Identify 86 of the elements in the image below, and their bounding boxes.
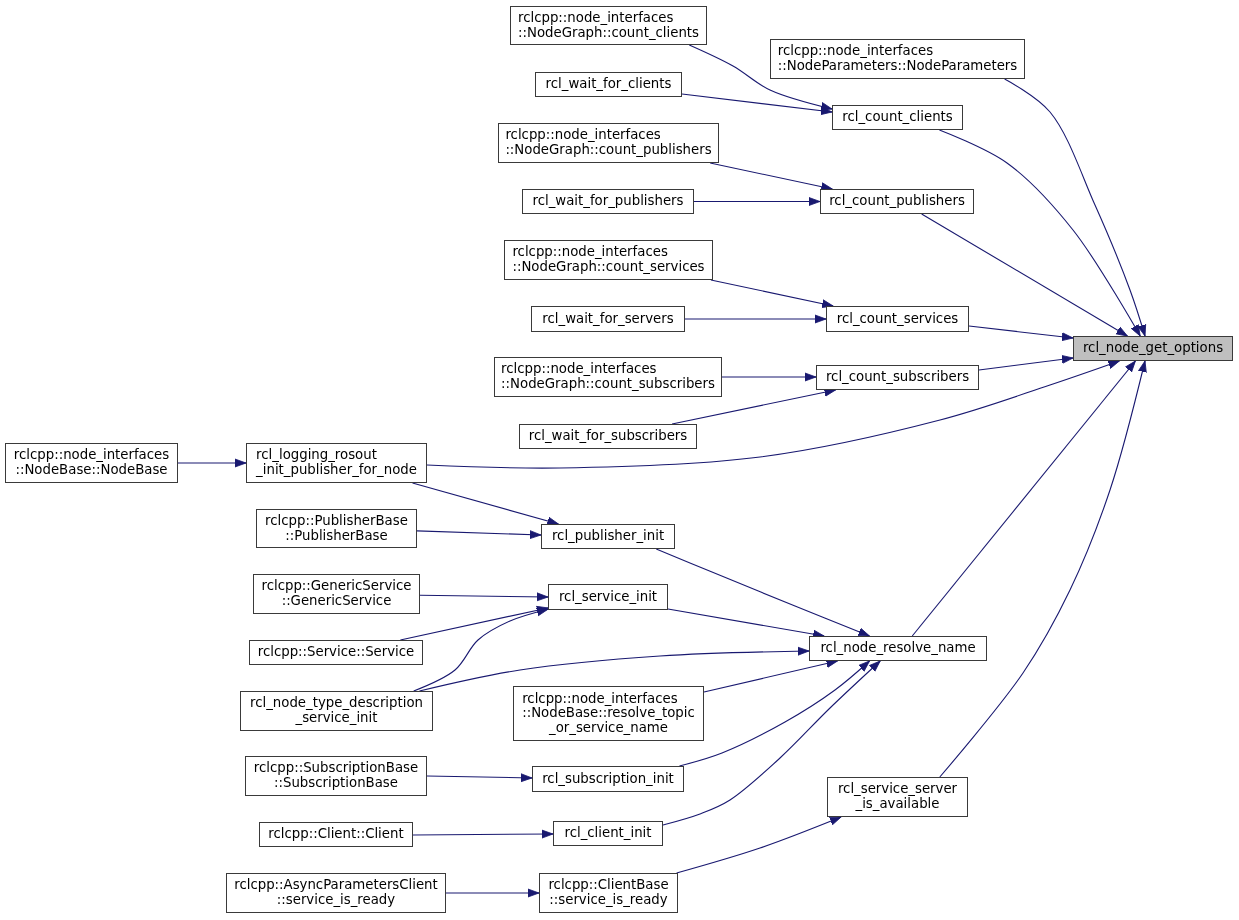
function-name: rcl_count_subscribers xyxy=(825,370,970,385)
function-name: rclcpp::AsyncParametersClient ::service_is_ready xyxy=(234,878,438,908)
function-name: rclcpp::node_interfaces ::NodeGraph::count_publishers xyxy=(505,128,712,158)
call-arrow xyxy=(418,646,810,692)
function-name: rclcpp::GenericService ::GenericService xyxy=(261,579,412,609)
function-name: rcl_wait_for_subscribers xyxy=(528,429,688,444)
function-name: rcl_service_server _is_available xyxy=(837,782,958,812)
function-box xyxy=(535,72,682,97)
function-name: rclcpp::node_interfaces ::NodeGraph::count_services xyxy=(512,245,705,275)
call-arrow xyxy=(1004,78,1147,337)
function-box xyxy=(531,306,685,332)
function-box xyxy=(246,443,427,483)
function-box xyxy=(513,686,704,741)
call-arrow xyxy=(413,607,549,692)
call-arrow xyxy=(411,482,559,526)
function-box xyxy=(548,584,668,610)
call-arrow xyxy=(709,162,833,191)
function-box xyxy=(259,822,413,847)
function-name: rclcpp::node_interfaces ::NodeGraph::count_clients xyxy=(518,10,699,41)
call-arrow xyxy=(911,360,1136,637)
call-arrow xyxy=(678,660,871,767)
function-name: rcl_wait_for_clients xyxy=(545,77,672,92)
function-box xyxy=(240,691,433,731)
call-arrow xyxy=(662,660,881,826)
function-box xyxy=(494,357,722,397)
function-name: rclcpp::node_interfaces ::NodeParameters::NodeParameters xyxy=(777,44,1018,74)
function-box xyxy=(245,756,427,796)
call-arrow xyxy=(681,93,833,116)
function-name: rclcpp::PublisherBase ::PublisherBase xyxy=(265,513,408,544)
function-name: rclcpp::node_interfaces ::NodeBase::NodeBase xyxy=(13,448,170,478)
function-box xyxy=(809,636,987,661)
function-box xyxy=(539,873,678,913)
call-arrow xyxy=(710,279,834,308)
function-name: rcl_node_type_description _service_init xyxy=(250,696,423,726)
call-arrow xyxy=(177,458,247,468)
function-box xyxy=(5,443,178,483)
function-box xyxy=(522,189,694,214)
call-arrow xyxy=(968,325,1074,342)
function-name: rclcpp::ClientBase ::service_is_ready xyxy=(548,878,669,908)
function-box xyxy=(541,524,675,549)
function-name: rclcpp::Client::Client xyxy=(268,827,404,842)
call-arrow xyxy=(416,530,542,540)
function-box xyxy=(519,424,697,449)
function-box xyxy=(510,6,707,45)
function-name: rcl_publisher_init xyxy=(551,529,665,544)
call-arrow xyxy=(426,360,1120,469)
function-name: rcl_wait_for_servers xyxy=(542,311,674,327)
function-box xyxy=(226,873,446,913)
function-name: rcl_count_clients xyxy=(842,110,953,125)
function-name: rclcpp::SubscriptionBase ::SubscriptionBase xyxy=(253,761,419,791)
function-box xyxy=(504,240,713,280)
function-name: rcl_wait_for_publishers xyxy=(532,194,684,209)
call-arrow xyxy=(938,129,1141,337)
function-box xyxy=(256,509,417,548)
function-name: rcl_count_services xyxy=(836,311,959,327)
call-arrow xyxy=(939,360,1147,778)
call-arrow xyxy=(693,197,821,206)
function-box xyxy=(827,777,968,817)
call-arrow xyxy=(921,213,1128,337)
function-name: rclcpp::node_interfaces ::NodeBase::resolve_topic _or_service_name xyxy=(522,691,695,736)
function-box xyxy=(832,105,963,130)
call-arrow xyxy=(676,816,842,874)
function-name: rcl_subscription_init xyxy=(542,771,674,787)
call-arrow xyxy=(412,829,554,839)
call-arrow xyxy=(978,355,1074,371)
function-box xyxy=(532,766,684,792)
function-box xyxy=(816,365,979,390)
function-name: rcl_count_publishers xyxy=(829,194,965,209)
function-name: rcl_client_init xyxy=(564,826,652,841)
function-name: rcl_node_get_options xyxy=(1082,341,1224,356)
function-box xyxy=(770,39,1025,79)
function-box xyxy=(249,640,423,665)
call-arrow xyxy=(688,44,833,111)
function-name: rclcpp::node_interfaces ::NodeGraph::count_subscribers xyxy=(501,362,715,392)
function-name: rcl_service_init xyxy=(558,589,658,605)
function-box xyxy=(498,123,719,163)
function-name: rcl_logging_rosout _init_publisher_for_node xyxy=(256,448,417,478)
function-name: rclcpp::Service::Service xyxy=(257,645,415,660)
function-box xyxy=(553,821,663,846)
function-box xyxy=(820,189,974,214)
call-arrow xyxy=(426,773,533,783)
call-arrow xyxy=(703,659,839,693)
highlighted-function-box xyxy=(1073,336,1233,361)
function-box xyxy=(826,306,969,332)
function-box xyxy=(253,574,420,614)
function-name: rcl_node_resolve_name xyxy=(820,641,976,656)
